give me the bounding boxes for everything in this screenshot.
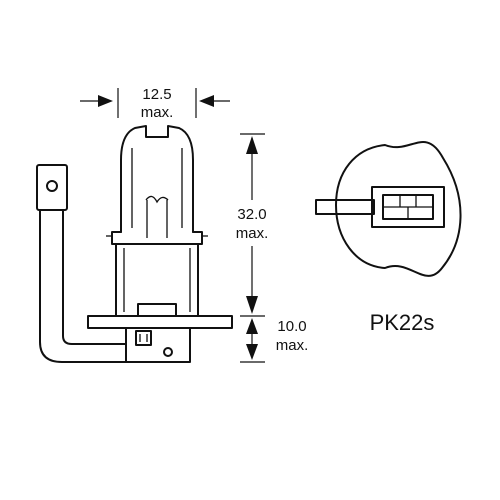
base-end-view xyxy=(315,141,462,277)
width-value: 12.5 xyxy=(142,86,171,103)
lower-dimension xyxy=(240,318,265,363)
height-qualifier: max. xyxy=(236,225,269,242)
lamp-base xyxy=(87,231,233,363)
width-dimension xyxy=(80,88,230,118)
height-dimension xyxy=(240,133,265,317)
lower-qualifier: max. xyxy=(276,337,309,354)
connector-cable xyxy=(36,164,127,363)
glass-bulb xyxy=(120,125,194,238)
base-type-label: PK22s xyxy=(370,310,435,335)
width-qualifier: max. xyxy=(141,104,174,121)
height-value: 32.0 xyxy=(237,206,266,223)
lower-value: 10.0 xyxy=(277,318,306,335)
